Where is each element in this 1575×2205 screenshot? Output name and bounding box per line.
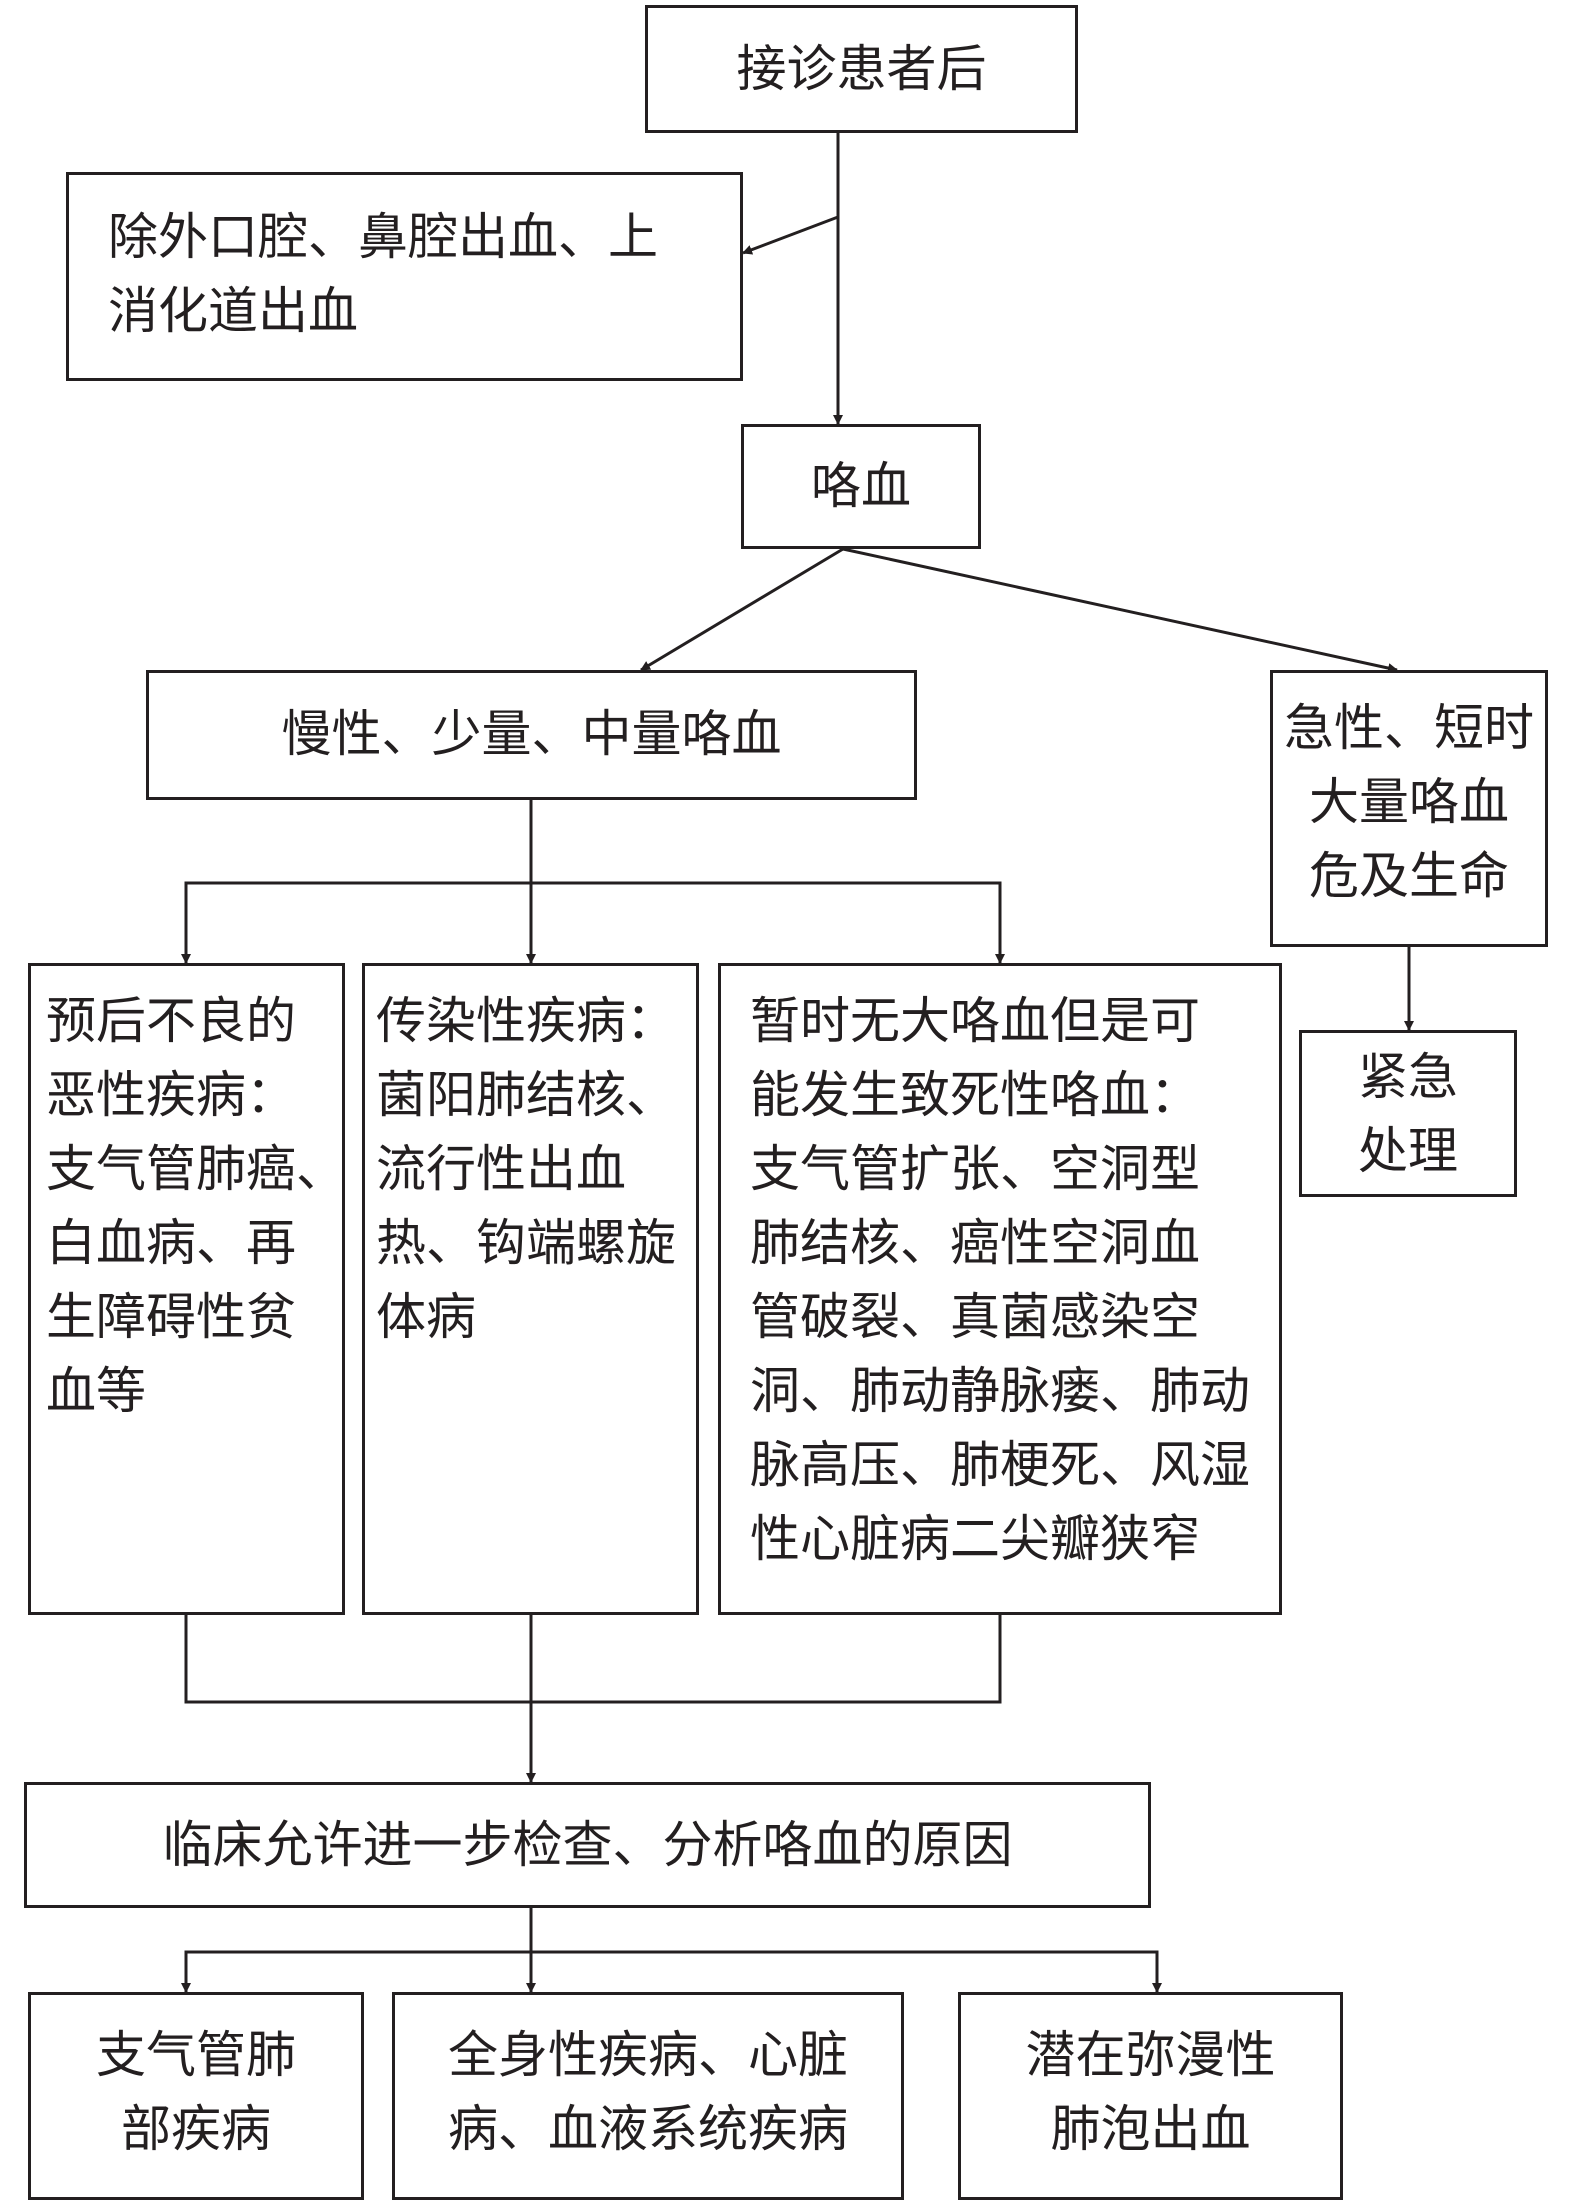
- node-potential-fatal-text: 暂时无大咯血但是可 能发生致死性咯血： 支气管扩张、空洞型 肺结核、癌性空洞血 …: [750, 992, 1250, 1568]
- node-chronic-text: 慢性、少量、中量咯血: [281, 705, 782, 763]
- node-systemic-box: [392, 1992, 904, 2200]
- node-acute-box: [1270, 670, 1548, 947]
- connector-further-bus: [184, 1950, 1159, 1992]
- arrow-hemoptysis-to-acute: [842, 547, 1398, 673]
- node-exclude-text: 除外口腔、鼻腔出血、上 消化道出血: [108, 208, 658, 340]
- node-chronic-box: [146, 670, 917, 800]
- node-bronchial-text: 支气管肺 部疾病: [96, 2026, 296, 2158]
- connector-chronic-bus: [184, 881, 1002, 963]
- node-poor-prognosis-box: [28, 963, 345, 1615]
- node-start-text: 接诊患者后: [736, 40, 987, 98]
- node-poor-prognosis-text: 预后不良的 恶性疾病： 支气管肺癌、 白血病、再 生障碍性贫 血等: [46, 992, 346, 1420]
- node-further-exam-box: [24, 1782, 1151, 1908]
- arrow-hemoptysis-to-chronic: [640, 547, 844, 672]
- node-acute-text: 急性、短时 大量咯血 危及生命: [1284, 699, 1534, 905]
- node-bronchial-box: [28, 1992, 364, 2200]
- arrow-to-exclude: [742, 215, 839, 255]
- node-exclude-box: [66, 172, 743, 381]
- node-hemoptysis-text: 咯血: [811, 457, 911, 515]
- node-start-box: [645, 5, 1078, 133]
- node-infectious-text: 传染性疾病： 菌阳肺结核、 流行性出血 热、钩端螺旋 体病: [376, 992, 676, 1346]
- node-potential-fatal-box: [718, 963, 1282, 1615]
- connector-merge-bus: [184, 1615, 1002, 1704]
- node-alveolar-box: [958, 1992, 1343, 2200]
- node-systemic-text: 全身性疾病、心脏 病、血液系统疾病: [448, 2026, 848, 2158]
- node-infectious-box: [362, 963, 699, 1615]
- node-urgent-box: [1299, 1030, 1517, 1197]
- node-further-exam-text: 临床允许进一步检查、分析咯血的原因: [162, 1816, 1013, 1874]
- node-hemoptysis-box: [741, 424, 981, 549]
- node-urgent-text: 紧急 处理: [1358, 1048, 1458, 1180]
- node-alveolar-text: 潜在弥漫性 肺泡出血: [1025, 2026, 1276, 2158]
